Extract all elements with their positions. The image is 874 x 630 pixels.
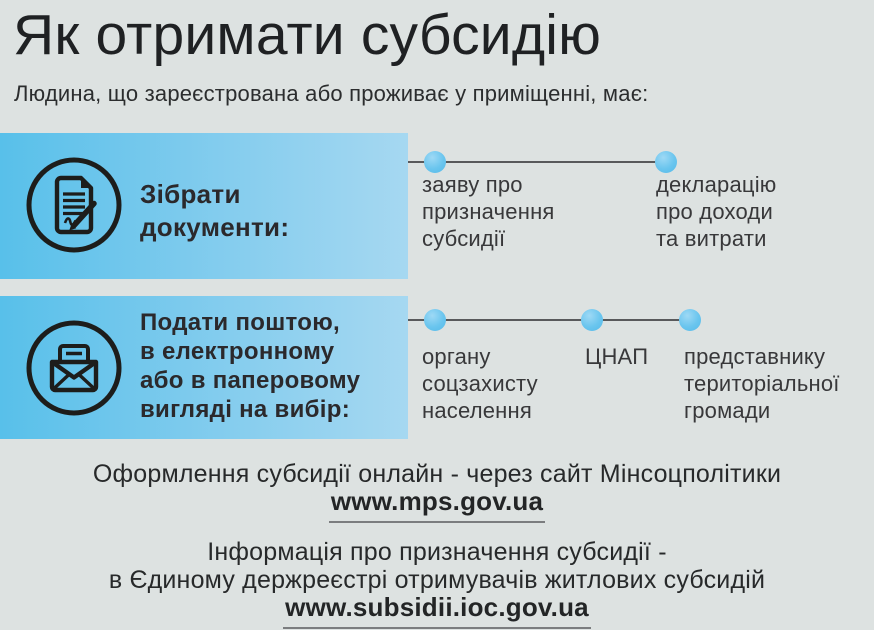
timeline-dot — [424, 309, 446, 331]
timeline-dot — [581, 309, 603, 331]
timeline-item-application: заяву про призначення субсидії — [422, 172, 555, 251]
timeline-line-2 — [408, 319, 692, 321]
timeline-item-cnap: ЦНАП — [585, 344, 649, 369]
timeline-line-1 — [408, 161, 668, 163]
subsidii-ioc-gov-ua-link[interactable]: www.subsidii.ioc.gov.ua — [283, 592, 591, 629]
timeline-dot — [655, 151, 677, 173]
timeline-item-community-rep: представнику територіальної громади — [684, 344, 840, 423]
step-heading-collect: Зібрати документи: — [140, 179, 290, 242]
footer-online-url-row: www.mps.gov.ua — [0, 486, 874, 523]
timeline-dot — [679, 309, 701, 331]
envelope-letter-icon — [24, 318, 124, 418]
timeline-dot — [424, 151, 446, 173]
step-box-collect-documents: Зібрати документи: — [0, 133, 408, 279]
document-pen-icon — [24, 155, 124, 255]
footer-online-text: Оформлення субсидії онлайн - через сайт … — [92, 460, 782, 488]
page-subtitle: Людина, що зареєстрована або проживає у … — [14, 81, 649, 106]
timeline-item-declaration: декларацію про доходи та витрати — [656, 172, 777, 251]
footer-registry-text-line2: в Єдиному держреєстрі отримувачів житлов… — [108, 566, 766, 594]
page-title: Як отримати субсидію — [13, 3, 602, 67]
timeline-item-social-protection: органу соцзахисту населення — [422, 344, 538, 423]
step-heading-submit: Подати поштою, в електронному або в папе… — [140, 309, 361, 423]
mps-gov-ua-link[interactable]: www.mps.gov.ua — [328, 486, 546, 523]
footer-registry-text-line1: Інформація про призначення субсидії - — [207, 538, 667, 566]
step-box-submit: Подати поштою, в електронному або в папе… — [0, 296, 408, 439]
footer-registry-url-row: www.subsidii.ioc.gov.ua — [0, 592, 874, 629]
